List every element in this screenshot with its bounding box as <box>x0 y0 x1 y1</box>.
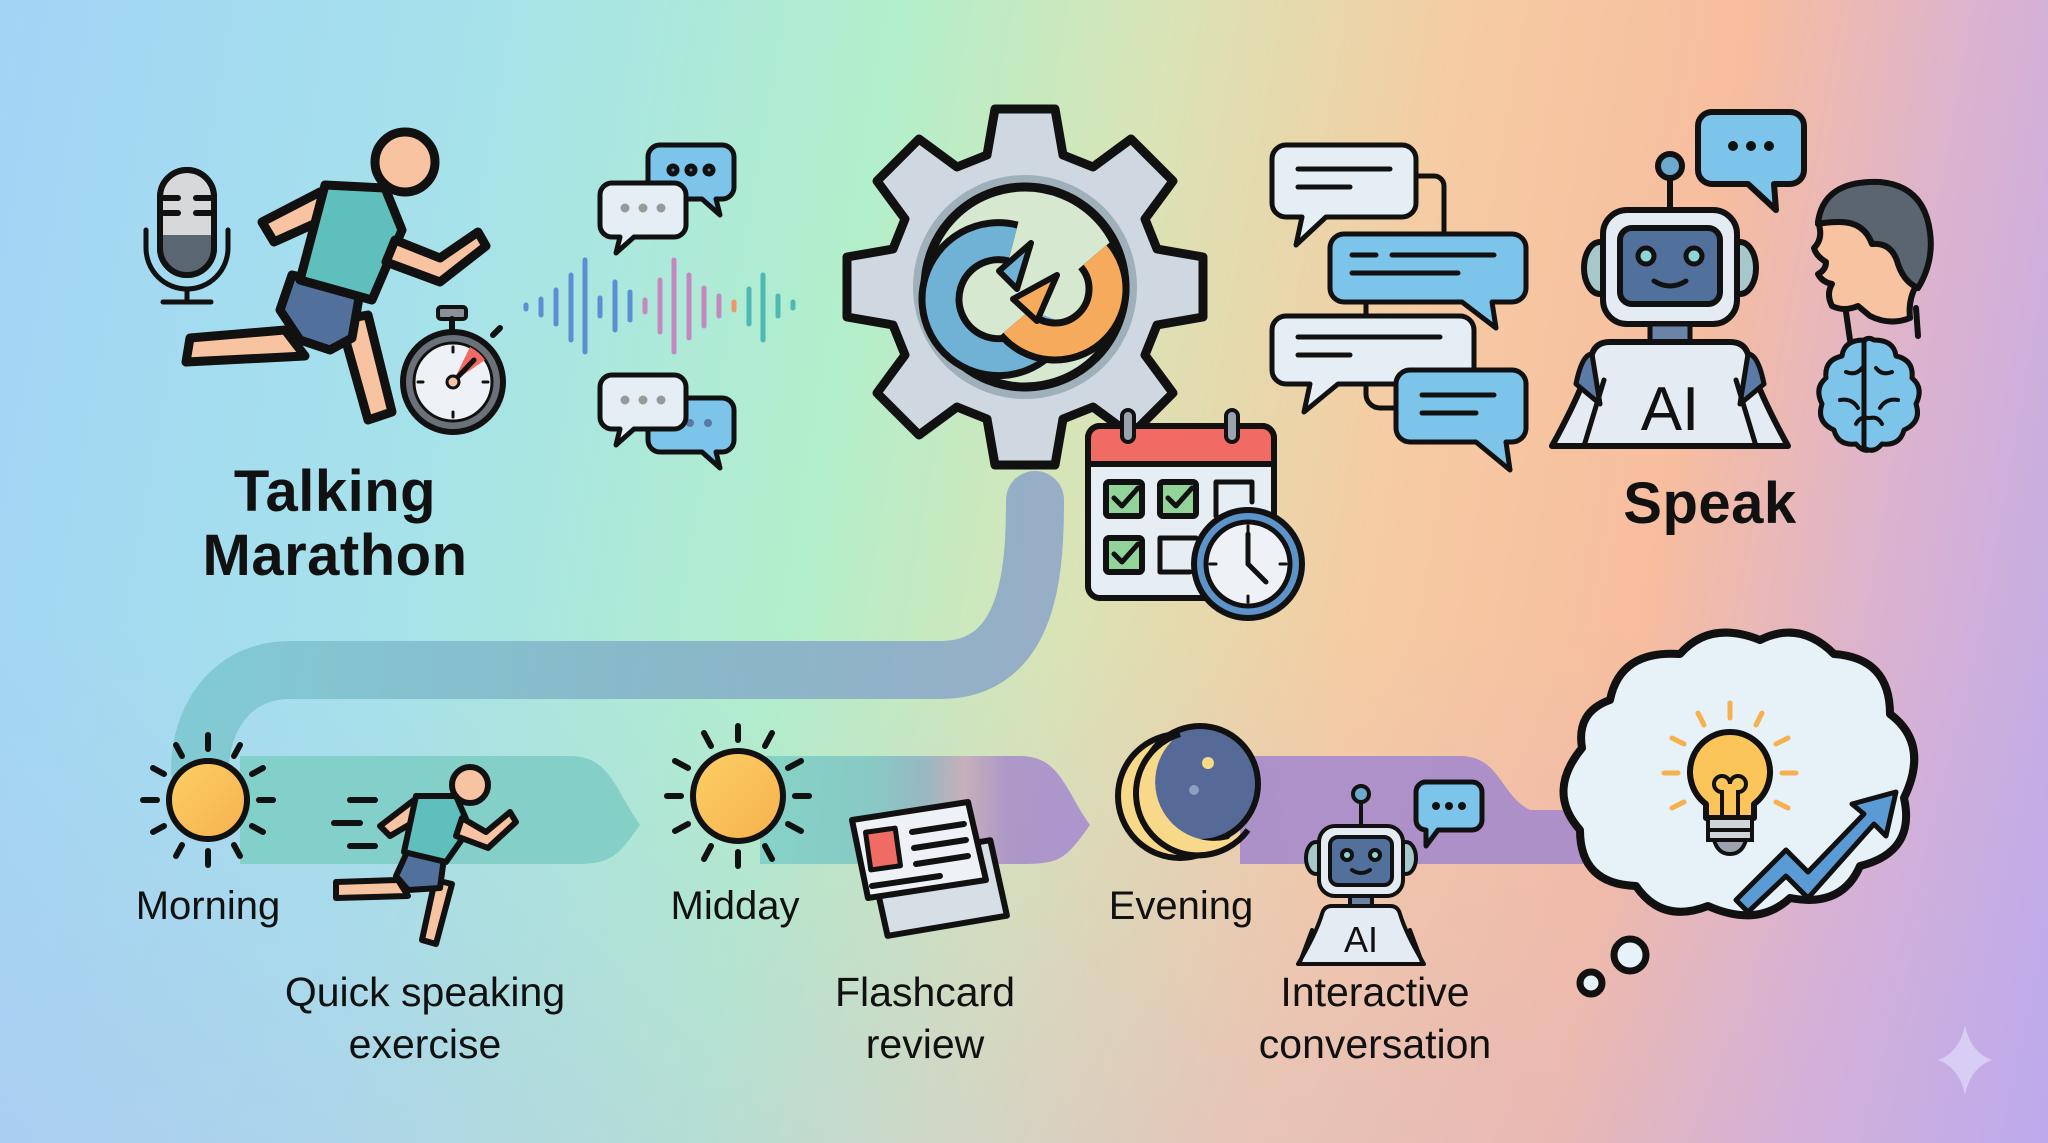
conversation-thread-icon <box>1269 142 1529 473</box>
sun-icon <box>664 723 812 869</box>
flashcards-icon <box>849 799 1010 939</box>
sound-wave-icon <box>523 257 796 355</box>
ai-robot-icon <box>1549 151 1791 449</box>
robot-chest-badge: AI <box>1344 919 1378 960</box>
chat-bubble-white <box>597 372 689 448</box>
activity-line-2: review <box>865 1021 985 1067</box>
sun-icon <box>140 732 276 868</box>
moon-icon <box>1115 723 1261 861</box>
stopwatch-icon <box>400 305 506 435</box>
runner-icon <box>331 764 519 947</box>
title-talking-marathon: Talking Marathon <box>190 460 480 588</box>
chat-bubble-icon <box>1413 779 1485 849</box>
thought-bubble-dot <box>1610 935 1650 975</box>
microphone-icon <box>143 167 231 305</box>
activity-line-1: Flashcard <box>834 969 1015 1015</box>
activity-line-2: conversation <box>1258 1021 1492 1067</box>
connector-path <box>171 471 1064 799</box>
checkbox-checked <box>1103 535 1145 575</box>
activity-line-1: Interactive <box>1280 969 1470 1015</box>
growth-arrow-icon <box>1733 789 1899 915</box>
lightbulb-icon <box>1661 700 1799 857</box>
chat-bubbles-top <box>597 142 737 256</box>
phase-label-evening: Evening <box>1108 884 1254 928</box>
activity-line-2: exercise <box>348 1021 502 1067</box>
human-head-icon <box>1811 178 1934 343</box>
chat-bubble-white <box>1269 313 1477 415</box>
title-line-2: Marathon <box>202 523 468 588</box>
chat-bubbles-bottom <box>597 372 737 471</box>
lightbulb-growth-icon <box>1559 628 1919 998</box>
phase-label-midday: Midday <box>670 884 800 928</box>
sparkle-icon <box>1938 1025 1992 1095</box>
gear-icon <box>842 104 1208 470</box>
chat-bubble-white <box>1269 142 1419 248</box>
runner-icon <box>181 127 491 425</box>
chat-bubble-icon <box>1695 109 1807 213</box>
chat-bubble-blue <box>1393 367 1529 473</box>
activity-label-evening: Interactive conversation <box>1220 966 1530 1070</box>
ai-robot-icon <box>1296 784 1426 966</box>
title-line-1: Talking <box>233 459 437 524</box>
activity-line-1: Quick speaking <box>284 969 566 1015</box>
activity-label-midday: Flashcard review <box>790 966 1060 1070</box>
loop-arrows-icon <box>918 219 1130 380</box>
brain-icon <box>1816 335 1922 453</box>
thought-bubble-dot <box>1576 968 1606 998</box>
clock-icon <box>1191 507 1305 621</box>
checkbox-checked <box>1157 479 1199 519</box>
phase-label-morning: Morning <box>135 884 281 928</box>
activity-label-morning: Quick speaking exercise <box>250 966 600 1070</box>
robot-chest-badge: AI <box>1641 375 1700 444</box>
chat-bubble-white <box>597 180 689 256</box>
calendar-icon <box>1085 408 1277 601</box>
checkbox-checked <box>1103 479 1145 519</box>
title-speak: Speak <box>1623 471 1797 536</box>
